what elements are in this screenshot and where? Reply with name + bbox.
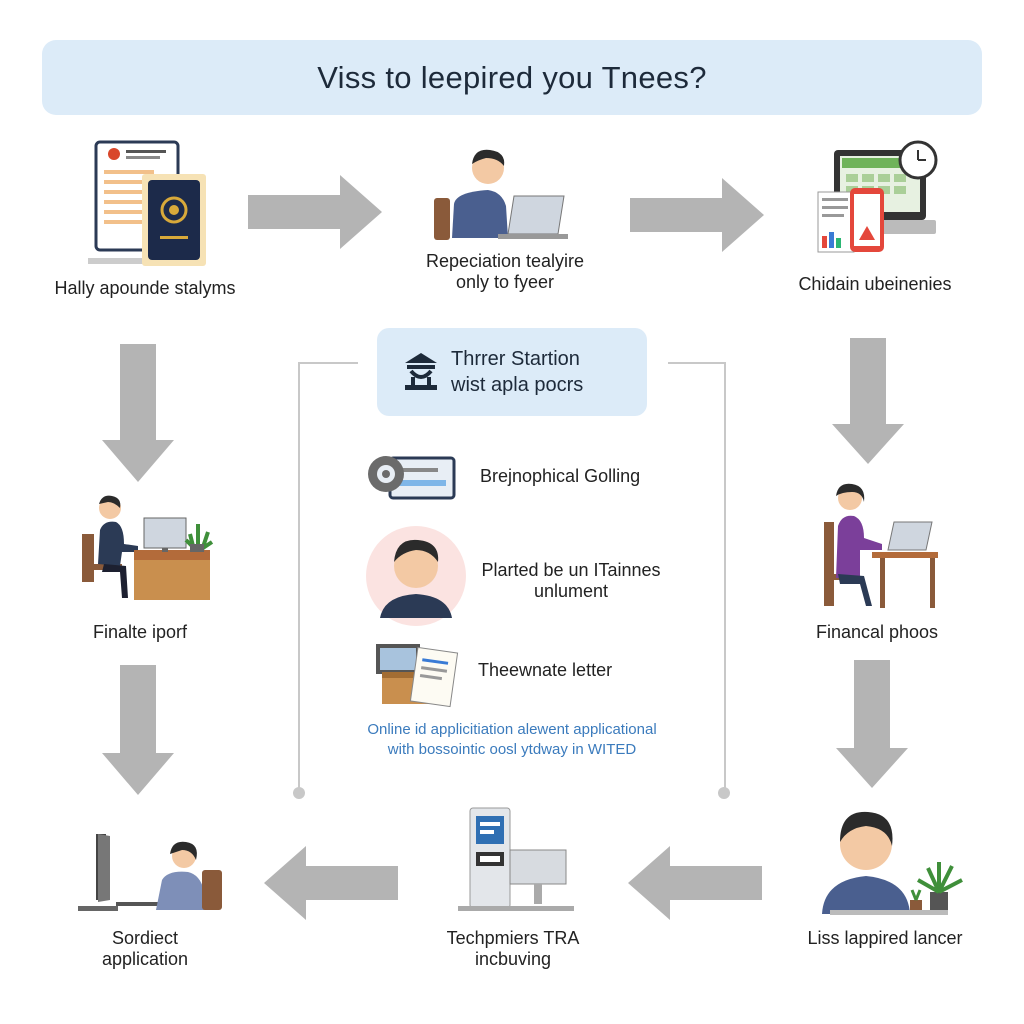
center-note: Online id applicitiation alewent applica… bbox=[336, 720, 688, 760]
step-label-3: Chidain ubeinenies bbox=[798, 274, 952, 294]
documents-box-icon bbox=[374, 642, 460, 708]
step-label-8: Liss lappired lancer bbox=[807, 928, 963, 948]
center-note-line2: with bossointic oosl ytdway in WITED bbox=[387, 741, 637, 758]
arrow-down-2 bbox=[832, 338, 904, 464]
building-icon bbox=[403, 351, 439, 393]
monitor-clock-icon bbox=[816, 138, 942, 260]
step-label-6: Sordiect application bbox=[50, 928, 240, 970]
step-label-1: Hally apounde stalyms bbox=[54, 278, 236, 298]
step-label-2-line2: only to fyeer bbox=[455, 272, 555, 292]
step-label-2-line1: Repeciation tealyire bbox=[425, 251, 585, 271]
arrow-down-3 bbox=[102, 665, 174, 795]
center-bracket-right bbox=[668, 362, 726, 792]
arrow-left-1 bbox=[628, 846, 762, 920]
desk-person-icon bbox=[78, 494, 218, 602]
laptop-person-icon bbox=[432, 146, 572, 242]
arrow-right-1 bbox=[248, 175, 382, 249]
step-label-6-line1: Sordiect bbox=[111, 928, 179, 948]
center-bracket-left bbox=[298, 362, 358, 792]
center-box-line2: wist apla pocrs bbox=[451, 374, 584, 396]
center-note-line1: Online id applicitiation alewent applica… bbox=[367, 721, 657, 738]
center-item-2-line1: Plarted be un ITainnes bbox=[481, 560, 661, 580]
bracket-dot-left bbox=[293, 787, 305, 799]
step-label-6-line2: application bbox=[101, 949, 189, 969]
young-man-plant-icon bbox=[818, 806, 966, 918]
arrow-down-4 bbox=[836, 660, 908, 788]
center-box-line1: Thrrer Startion bbox=[451, 348, 580, 370]
step-label-5: Financal phoos bbox=[815, 622, 939, 642]
avatar-icon bbox=[364, 526, 468, 626]
page-title: Viss to leepired you Tnees? bbox=[317, 59, 707, 95]
step-label-7-line1: Techpmiers TRA bbox=[446, 928, 580, 948]
step-label-4: Finalte iporf bbox=[92, 622, 188, 642]
step-label-7-line2: incbuving bbox=[474, 949, 552, 969]
arrow-right-2 bbox=[630, 178, 764, 252]
gear-card-icon bbox=[364, 446, 456, 508]
passport-icon bbox=[86, 140, 211, 268]
arrow-left-2 bbox=[264, 846, 398, 920]
center-box-text: Thrrer Startion wist apla pocrs bbox=[451, 346, 583, 398]
center-info-box: Thrrer Startion wist apla pocrs bbox=[377, 328, 647, 416]
computer-user-icon bbox=[76, 830, 226, 914]
bracket-dot-right bbox=[718, 787, 730, 799]
step-label-2: Repeciation tealyire only to fyeer bbox=[395, 251, 615, 293]
woman-laptop-icon bbox=[822, 482, 942, 610]
center-item-2: Plarted be un ITainnes unlument bbox=[476, 560, 666, 602]
kiosk-icon bbox=[456, 806, 576, 914]
center-item-1: Brejnophical Golling bbox=[480, 466, 641, 486]
center-item-2-line2: unlument bbox=[533, 581, 609, 601]
step-label-7: Techpmiers TRA incbuving bbox=[418, 928, 608, 970]
center-item-3: Theewnate letter bbox=[478, 660, 613, 680]
title-banner: Viss to leepired you Tnees? bbox=[42, 40, 982, 115]
arrow-down-1 bbox=[102, 344, 174, 482]
